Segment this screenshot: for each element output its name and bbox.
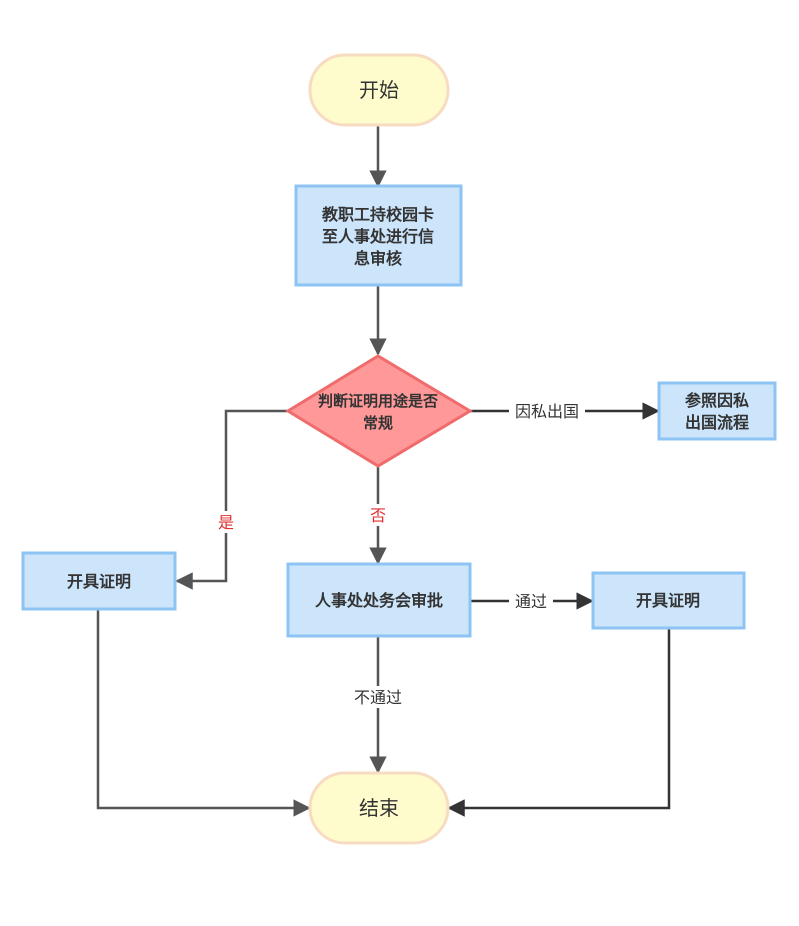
certify-right-node: 开具证明	[591, 571, 746, 630]
end-node: 结束	[308, 771, 450, 845]
submit-line-1: 教职工持校园卡	[322, 205, 434, 224]
label-pass: 通过	[515, 592, 547, 611]
submit-line-2: 至人事处进行信	[322, 227, 434, 246]
certify-left-node: 开具证明	[21, 551, 177, 611]
approval-node: 人事处处务会审批	[286, 562, 472, 638]
decision-node: 判断证明用途是否 常规	[285, 354, 473, 468]
private-trip-node: 参照因私 出国流程	[657, 381, 777, 441]
decision-line-1: 判断证明用途是否	[318, 392, 438, 410]
label-yes: 是	[218, 513, 234, 532]
edge-right-certify-to-end	[447, 629, 671, 817]
edge-left-certify-to-end	[96, 610, 311, 817]
submit-line-3: 息审核	[354, 249, 402, 268]
label-fail: 不通过	[354, 688, 402, 707]
approval-label: 人事处处务会审批	[315, 591, 443, 610]
end-label: 结束	[359, 796, 399, 820]
private-trip-line-1: 参照因私	[685, 391, 749, 410]
certify-left-label: 开具证明	[67, 572, 131, 591]
decision-line-2: 常规	[363, 414, 393, 432]
start-label: 开始	[359, 78, 399, 102]
private-trip-line-2: 出国流程	[685, 413, 749, 432]
label-no: 否	[370, 506, 386, 525]
certify-right-label: 开具证明	[636, 591, 700, 610]
label-private-trip: 因私出国	[515, 402, 579, 421]
edge-decision-yes	[175, 409, 288, 590]
start-node: 开始	[308, 53, 450, 127]
submit-review-node: 教职工持校园卡 至人事处进行信 息审核	[294, 184, 463, 287]
